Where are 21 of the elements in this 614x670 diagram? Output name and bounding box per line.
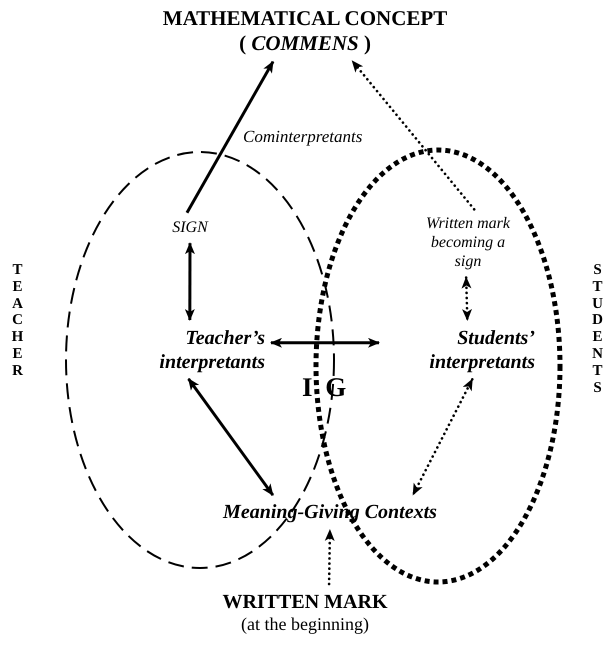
- annotation-text: Cominterpretants: [243, 127, 362, 147]
- arrow: [351, 60, 476, 211]
- arrow: [461, 276, 472, 322]
- teacher-interpretants-label: Teacher’s interpretants: [158, 326, 265, 374]
- arrow: [270, 338, 380, 348]
- written-mark-title: (at the beginning): [240, 614, 370, 636]
- concept-title: ( COMMENS ): [238, 31, 372, 56]
- students-interpretants-label: Students’ interpretants: [428, 326, 535, 374]
- arrow: [412, 378, 474, 496]
- contexts-label: Meaning-Giving Contexts: [222, 500, 438, 524]
- vertical-label: STUDENTS: [591, 262, 604, 396]
- written-mark-label: Written mark becoming a sign: [425, 214, 512, 272]
- arrow: [324, 528, 335, 586]
- sign-label: SIGN: [171, 218, 210, 238]
- arrow: [187, 378, 274, 496]
- vertical-label: TEACHER: [10, 262, 24, 380]
- arrow: [186, 60, 274, 214]
- concept-title: MATHEMATICAL CONCEPT: [162, 6, 448, 32]
- overlap-label: I G: [302, 372, 350, 403]
- written-mark-title: WRITTEN MARK: [221, 590, 388, 614]
- arrow: [184, 242, 195, 321]
